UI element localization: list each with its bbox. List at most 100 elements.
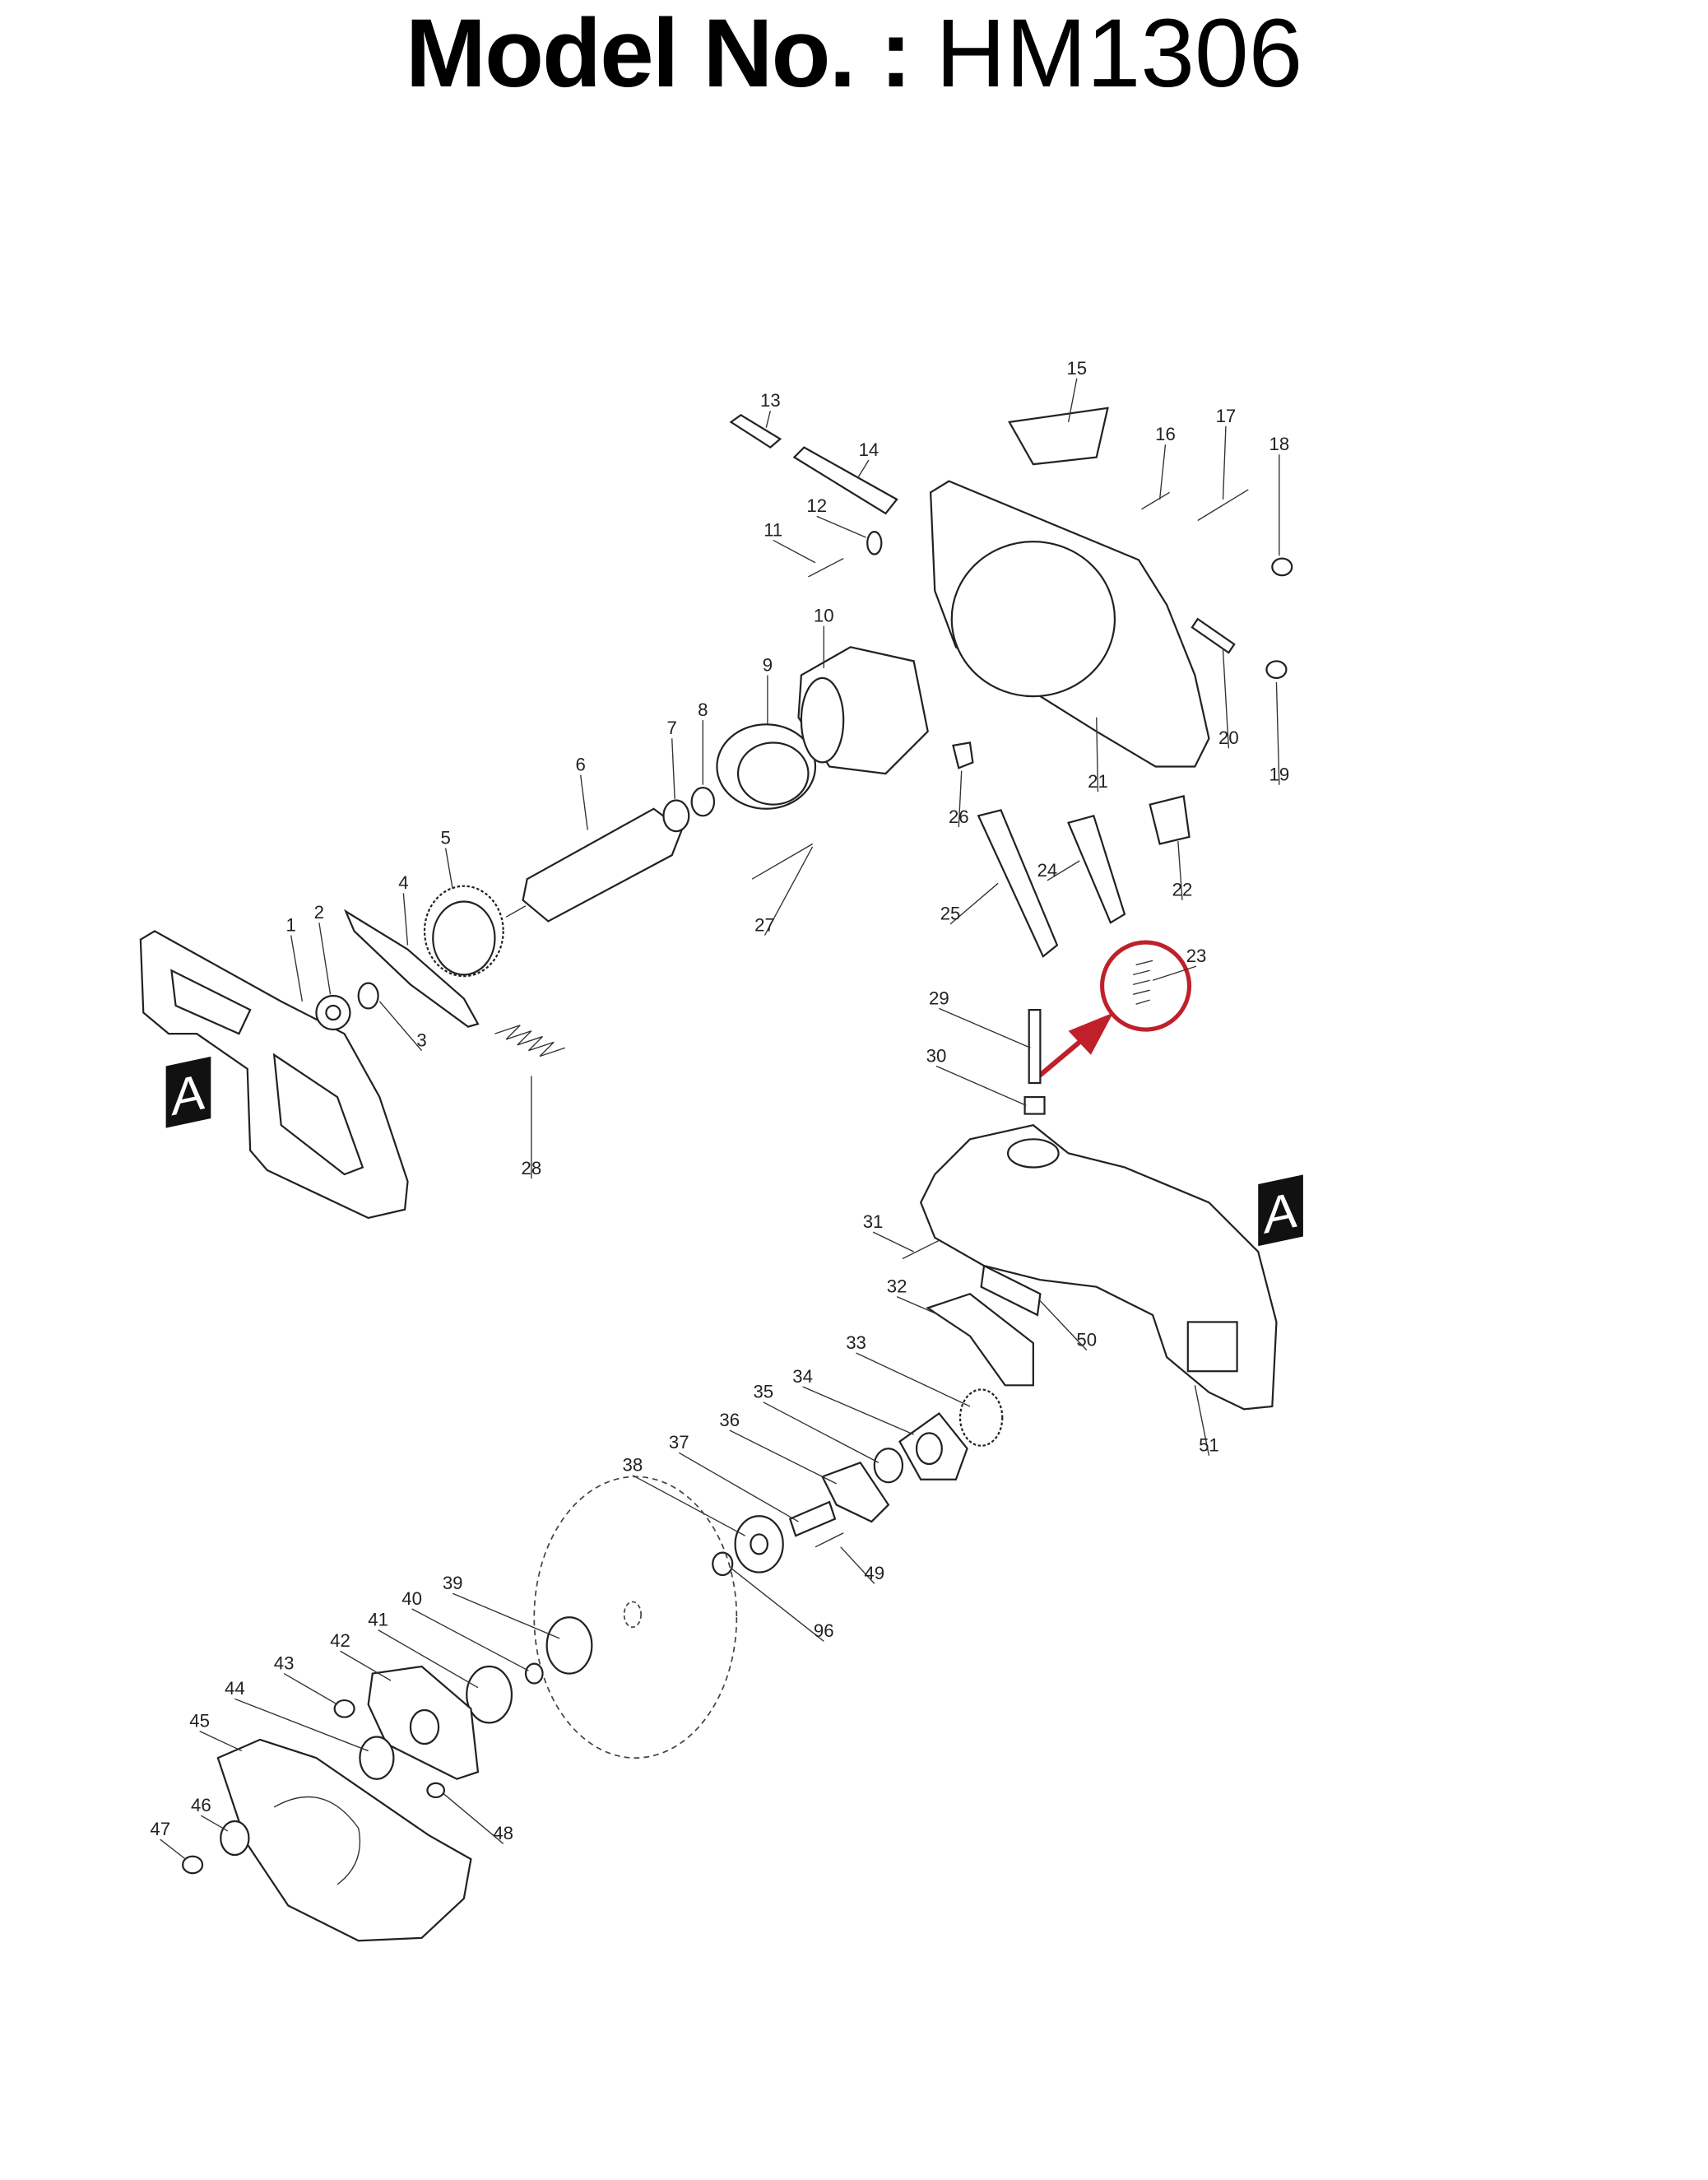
inner-flange-hole bbox=[750, 1533, 769, 1555]
tube-part bbox=[792, 446, 898, 515]
part-number-label: 22 bbox=[1172, 880, 1193, 900]
part-number-label: 5 bbox=[440, 827, 450, 848]
leader-line bbox=[234, 1698, 369, 1752]
clip-part bbox=[952, 741, 974, 769]
leader-line bbox=[452, 1592, 560, 1639]
connector-mark-label: A bbox=[171, 1063, 206, 1127]
title-separator: : bbox=[854, 0, 936, 108]
highlight-circle bbox=[1100, 940, 1192, 1032]
spring-part bbox=[494, 1025, 566, 1057]
part-number-label: 49 bbox=[864, 1563, 884, 1583]
leader-line bbox=[840, 1546, 875, 1584]
part-number-label: 31 bbox=[863, 1211, 884, 1232]
lever-part bbox=[343, 909, 480, 1028]
leader-line bbox=[856, 459, 870, 479]
leader-line bbox=[318, 923, 332, 995]
part-number-label: 48 bbox=[493, 1823, 513, 1843]
armature-shaft bbox=[505, 905, 527, 918]
leader-line bbox=[160, 1838, 186, 1860]
field-bore bbox=[800, 676, 845, 764]
screw-part bbox=[333, 1699, 355, 1718]
part-number-label: 28 bbox=[522, 1158, 542, 1178]
leader-line bbox=[958, 770, 963, 828]
part-number-label: 19 bbox=[1269, 765, 1290, 785]
part-number-label: 6 bbox=[575, 755, 585, 775]
leader-line bbox=[1222, 425, 1227, 500]
part-number-label: 51 bbox=[1199, 1435, 1219, 1456]
part-number-label: 18 bbox=[1269, 434, 1290, 454]
connector-mark-label: A bbox=[1264, 1182, 1298, 1245]
leader-line bbox=[200, 1815, 229, 1832]
part-number-label: 23 bbox=[1186, 946, 1207, 966]
washer-part bbox=[357, 982, 379, 1010]
screw-part bbox=[426, 1782, 446, 1799]
leader-line bbox=[1222, 649, 1230, 749]
part-number-label: 47 bbox=[150, 1819, 170, 1839]
leader-line bbox=[1275, 681, 1280, 785]
part-number-label: 37 bbox=[669, 1432, 689, 1453]
screw-part bbox=[1141, 491, 1170, 510]
nut-part bbox=[1023, 1095, 1046, 1115]
leader-line bbox=[444, 848, 453, 890]
part-number-label: 21 bbox=[1088, 771, 1108, 792]
highlight-arrow-head bbox=[1068, 1012, 1114, 1055]
part-number-label: 24 bbox=[1037, 860, 1058, 881]
bearing-part bbox=[662, 799, 690, 833]
leader-line bbox=[729, 1429, 837, 1485]
part-number-label: 2 bbox=[314, 902, 324, 923]
leader-line bbox=[802, 1386, 914, 1435]
ring-part bbox=[712, 1551, 734, 1577]
handle-part bbox=[139, 930, 409, 1220]
leader-line bbox=[935, 1065, 1027, 1106]
part-number-label: 96 bbox=[814, 1620, 834, 1641]
leader-line bbox=[896, 1296, 940, 1316]
switch-button-part bbox=[1067, 814, 1126, 924]
part-number-label: 4 bbox=[398, 872, 408, 893]
leader-line bbox=[632, 1475, 745, 1536]
part-number-label: 36 bbox=[719, 1410, 740, 1430]
motor-housing-bore bbox=[950, 541, 1116, 698]
leader-line bbox=[1158, 444, 1167, 500]
part-number-label: 50 bbox=[1076, 1329, 1097, 1350]
bearing-box-hole bbox=[915, 1432, 943, 1466]
chip-guide-part bbox=[926, 1293, 1034, 1387]
part-number-label: 33 bbox=[846, 1332, 866, 1353]
baffle-inner bbox=[736, 741, 810, 806]
leader-line bbox=[763, 1401, 880, 1463]
leader-line bbox=[411, 1608, 529, 1671]
leader-line bbox=[340, 1650, 392, 1681]
screw-part bbox=[815, 1532, 844, 1548]
part-number-label: 12 bbox=[806, 495, 827, 516]
part-number-label: 13 bbox=[760, 390, 781, 411]
cover-plate-hole bbox=[409, 1708, 440, 1745]
part-number-label: 3 bbox=[416, 1030, 426, 1051]
label-plate bbox=[980, 1264, 1042, 1317]
label-plate bbox=[1186, 1321, 1238, 1373]
hex-bolt-part bbox=[524, 1662, 544, 1685]
leader-line bbox=[402, 893, 409, 946]
part-number-label: 30 bbox=[926, 1045, 947, 1066]
connector-mark: A bbox=[1258, 1174, 1303, 1247]
bearing-hole bbox=[325, 1004, 341, 1021]
part-number-label: 25 bbox=[940, 904, 961, 924]
leader-line bbox=[1047, 860, 1080, 881]
page-title: Model No. : HM1306 bbox=[0, 0, 1708, 107]
safety-cover-part bbox=[216, 1738, 472, 1942]
leader-line bbox=[283, 1672, 338, 1705]
part-number-label: 42 bbox=[330, 1630, 350, 1651]
pin-part bbox=[729, 414, 782, 449]
leader-line bbox=[1067, 378, 1078, 423]
part-number-label: 29 bbox=[929, 988, 949, 1008]
part-number-label: 34 bbox=[792, 1366, 813, 1387]
part-number-label: 7 bbox=[667, 718, 677, 738]
bearing-part bbox=[873, 1448, 904, 1484]
screw-part bbox=[808, 558, 844, 578]
switch-lever-part bbox=[977, 809, 1059, 958]
leader-line bbox=[199, 1731, 243, 1752]
screw-part bbox=[182, 1855, 204, 1875]
leader-line bbox=[731, 1567, 824, 1642]
brush-cap-part bbox=[1265, 660, 1288, 679]
gear-face bbox=[432, 900, 496, 976]
connector-mark: A bbox=[165, 1056, 211, 1128]
